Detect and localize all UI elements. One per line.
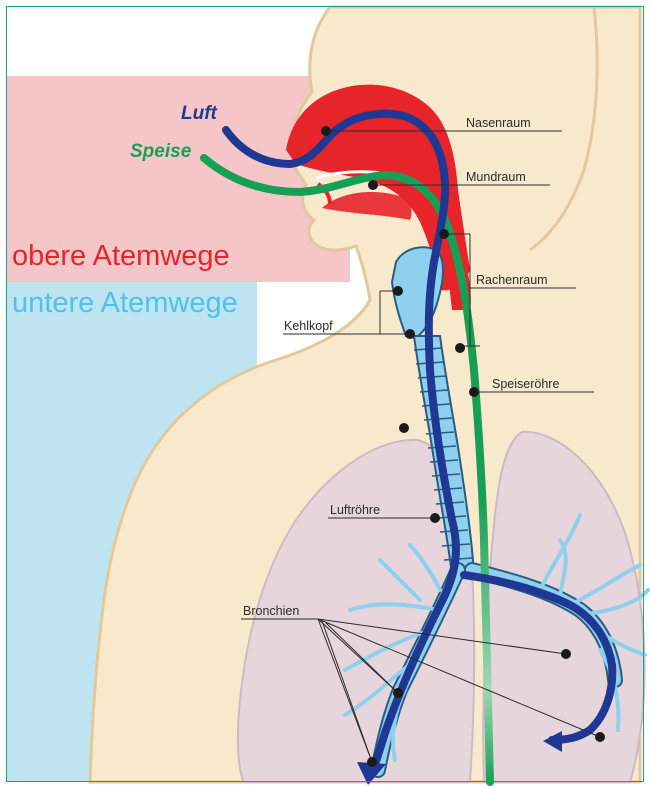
food-flow-label: Speise: [130, 141, 192, 162]
label-larynx: Kehlkopf: [284, 319, 333, 333]
label-bronchi: Bronchien: [243, 604, 299, 618]
air-flow-label: Luft: [181, 103, 218, 124]
label-esophagus: Speiseröhre: [492, 377, 559, 391]
label-oral-cavity: Mundraum: [466, 170, 526, 184]
upper-airways-title: obere Atemwege: [12, 240, 230, 272]
label-trachea: Luftröhre: [330, 503, 380, 517]
lower-airways-title: untere Atemwege: [12, 287, 238, 319]
label-nasal-cavity: Nasenraum: [466, 116, 531, 130]
label-pharynx: Rachenraum: [476, 273, 548, 287]
